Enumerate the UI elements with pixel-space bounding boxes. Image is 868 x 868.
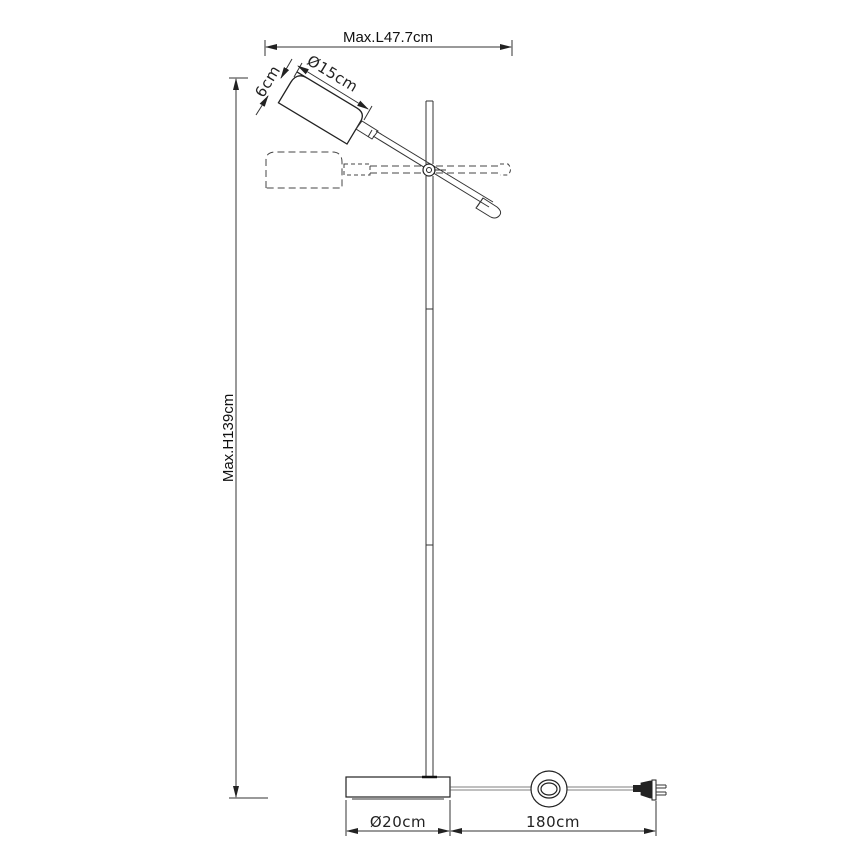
power-cable	[450, 786, 633, 791]
cable-length-label: 180cm	[526, 813, 580, 831]
lamp-pole	[425, 100, 434, 776]
lamp-base	[345, 775, 451, 800]
cable-length-dimension: 180cm	[450, 801, 657, 836]
arm-alt-position	[265, 151, 511, 189]
max-height-label: Max.H139cm	[220, 394, 237, 482]
shade-height-label: 6cm	[251, 62, 284, 100]
max-length-dimension: Max.L47.7cm	[264, 29, 513, 56]
foot-switch	[530, 770, 568, 808]
power-plug	[633, 779, 667, 801]
base-diameter-label: Ø20cm	[370, 813, 426, 831]
max-height-dimension: Max.H139cm	[220, 77, 268, 799]
max-length-label: Max.L47.7cm	[343, 29, 433, 46]
shade-diameter-label: Ø15cm	[304, 52, 361, 96]
base-diameter-dimension: Ø20cm	[345, 800, 451, 836]
pivot-joint	[422, 163, 446, 177]
